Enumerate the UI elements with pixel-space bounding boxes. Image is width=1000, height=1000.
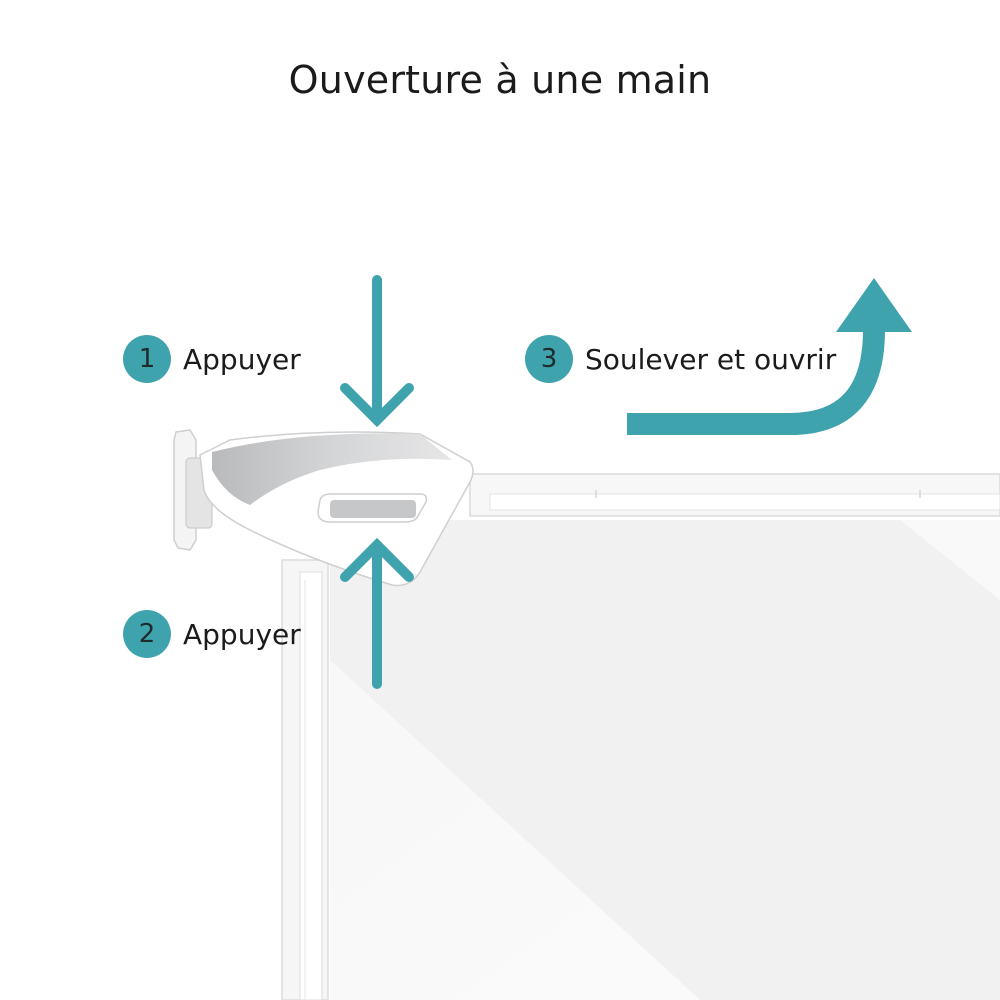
step-2-badge: 2 xyxy=(123,610,171,658)
step-1: 1 Appuyer xyxy=(123,335,301,383)
press-up-arrow xyxy=(340,537,414,689)
step-1-badge: 1 xyxy=(123,335,171,383)
gate-post xyxy=(281,559,329,1000)
gate-top-rail xyxy=(469,473,1000,517)
page-title: Ouverture à une main xyxy=(288,58,712,102)
step-2: 2 Appuyer xyxy=(123,610,301,658)
lift-open-arrow xyxy=(627,278,912,435)
step-3: 3 Soulever et ouvrir xyxy=(525,335,836,383)
step-2-label: Appuyer xyxy=(183,617,301,651)
press-down-arrow xyxy=(340,275,414,428)
step-3-badge: 3 xyxy=(525,335,573,383)
step-1-label: Appuyer xyxy=(183,342,301,376)
step-3-label: Soulever et ouvrir xyxy=(585,342,837,376)
panel-shadow xyxy=(330,520,1000,1000)
handle-latch xyxy=(199,431,474,587)
